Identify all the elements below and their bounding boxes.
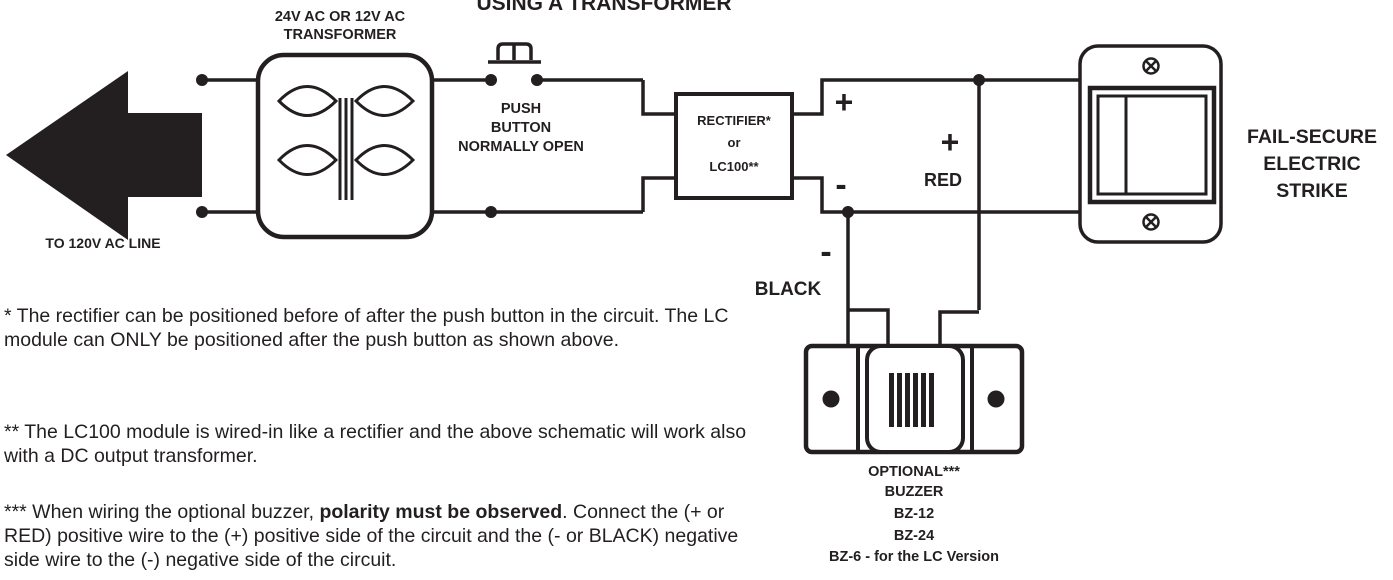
footnote-rectifier: * The rectifier can be positioned before… xyxy=(4,305,729,351)
buzzer-label-line-4: BZ-24 xyxy=(894,528,934,544)
diagram-title: USING A TRANSFORMER xyxy=(476,0,731,15)
footnote-lc100: ** The LC100 module is wired-in like a r… xyxy=(4,421,747,467)
footnote-buzzer-emphasis: polarity must be observed xyxy=(319,501,563,523)
black-wire-label: BLACK xyxy=(755,279,822,300)
buzzer-leads xyxy=(848,308,979,346)
footnote-buzzer-text-2: . Connect the (+ or RED) positive wire t… xyxy=(4,501,739,571)
push-button-label-line-1: PUSH xyxy=(501,101,541,117)
push-button-label-line-3: NORMALLY OPEN xyxy=(458,139,584,155)
transformer-label-line-1: 24V AC OR 12V AC xyxy=(275,9,406,25)
footnote-buzzer: *** When wiring the optional buzzer, pol… xyxy=(4,500,764,572)
strike-label-line-1: FAIL-SECURE xyxy=(1247,126,1377,148)
push-button-icon xyxy=(488,42,541,64)
transformer-label-line-2: TRANSFORMER xyxy=(284,27,397,43)
buzzer-label-line-3: BZ-12 xyxy=(894,506,934,522)
rectifier-label-line-3: LC100** xyxy=(709,159,759,174)
buzzer-label-line-2: BUZZER xyxy=(885,484,944,500)
rectifier-plus-sign: + xyxy=(835,84,854,120)
rectifier-label-line-1: RECTIFIER* xyxy=(697,113,772,128)
buzzer-icon xyxy=(803,310,1025,455)
rectifier-box xyxy=(674,92,794,200)
black-minus-sign: - xyxy=(820,233,831,271)
strike-label-line-3: STRIKE xyxy=(1276,180,1348,202)
transformer-icon xyxy=(255,52,435,240)
buzzer-label-line-1: OPTIONAL*** xyxy=(868,464,960,480)
red-plus-sign: + xyxy=(941,124,960,160)
electric-strike-icon xyxy=(1078,44,1223,244)
footnote-buzzer-text-1: *** When wiring the optional buzzer, xyxy=(4,501,320,523)
ac-line-arrow-icon xyxy=(6,71,202,240)
rectifier-minus-sign: - xyxy=(835,166,846,204)
buzzer-label-line-5: BZ-6 - for the LC Version xyxy=(829,549,999,565)
red-wire-label: RED xyxy=(924,170,962,190)
rectifier-label-line-2: or xyxy=(728,135,741,150)
strike-label-line-2: ELECTRIC xyxy=(1263,153,1361,175)
ac-line-label: TO 120V AC LINE xyxy=(45,235,160,251)
push-button-label-line-2: BUTTON xyxy=(491,120,551,136)
